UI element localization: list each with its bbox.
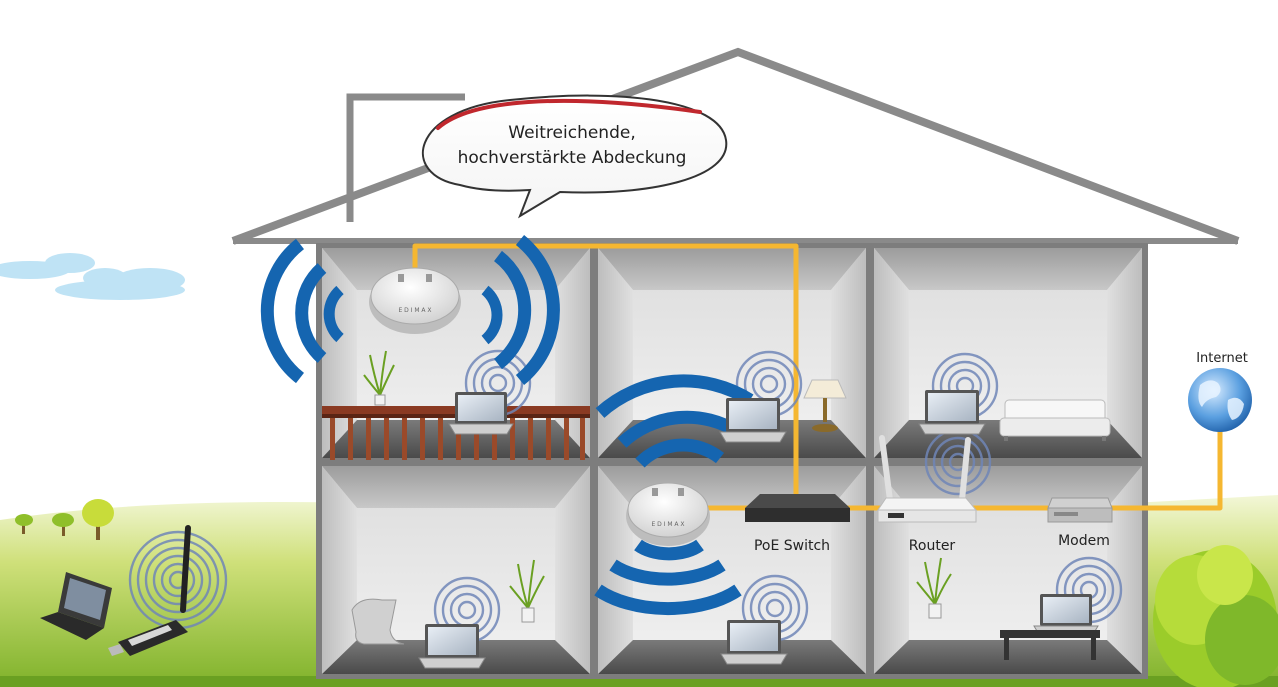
plant-icons — [363, 350, 952, 623]
poe-switch-label: PoE Switch — [754, 538, 830, 554]
svg-text:E D I M A X: E D I M A X — [651, 521, 684, 528]
trees-left — [15, 499, 114, 540]
house-roof — [231, 47, 1240, 245]
access-point-upper-icon: E D I M A X — [369, 267, 461, 334]
router-label: Router — [909, 538, 956, 554]
outdoor-laptop-icon — [40, 572, 112, 640]
modem-icon — [1047, 497, 1113, 523]
ethernet-cables — [412, 243, 1223, 511]
sofa-icon — [999, 399, 1111, 441]
svg-text:E D I M A X: E D I M A X — [398, 307, 431, 314]
callout-line-2: hochverstärkte Abdeckung — [458, 148, 687, 168]
lounge-chair-icon — [351, 598, 405, 645]
bush-right — [1153, 545, 1278, 687]
internet-label: Internet — [1196, 351, 1248, 366]
wifi-arcs-lower-ap — [594, 539, 742, 616]
wifi-arcs-upper-ap — [260, 234, 560, 386]
wifi-arcs-upper-middle — [595, 374, 754, 468]
router-icon — [877, 435, 978, 523]
access-point-lower-icon: E D I M A X — [626, 482, 710, 546]
floor-lamp-icon — [803, 379, 847, 432]
modem-label: Modem — [1058, 533, 1110, 549]
cloud-left — [0, 253, 185, 300]
room-upper-middle — [598, 248, 866, 458]
callout-bubble: Weitreichende, hochverstärkte Abdeckung — [422, 94, 728, 219]
callout-line-1: Weitreichende, — [508, 123, 635, 143]
globe-icon — [1188, 368, 1252, 432]
usb-wifi-adapter-icon — [108, 525, 191, 656]
poe-switch-icon — [745, 494, 850, 522]
coffee-table-icon — [1000, 630, 1100, 660]
laptop-icons — [418, 390, 1099, 669]
